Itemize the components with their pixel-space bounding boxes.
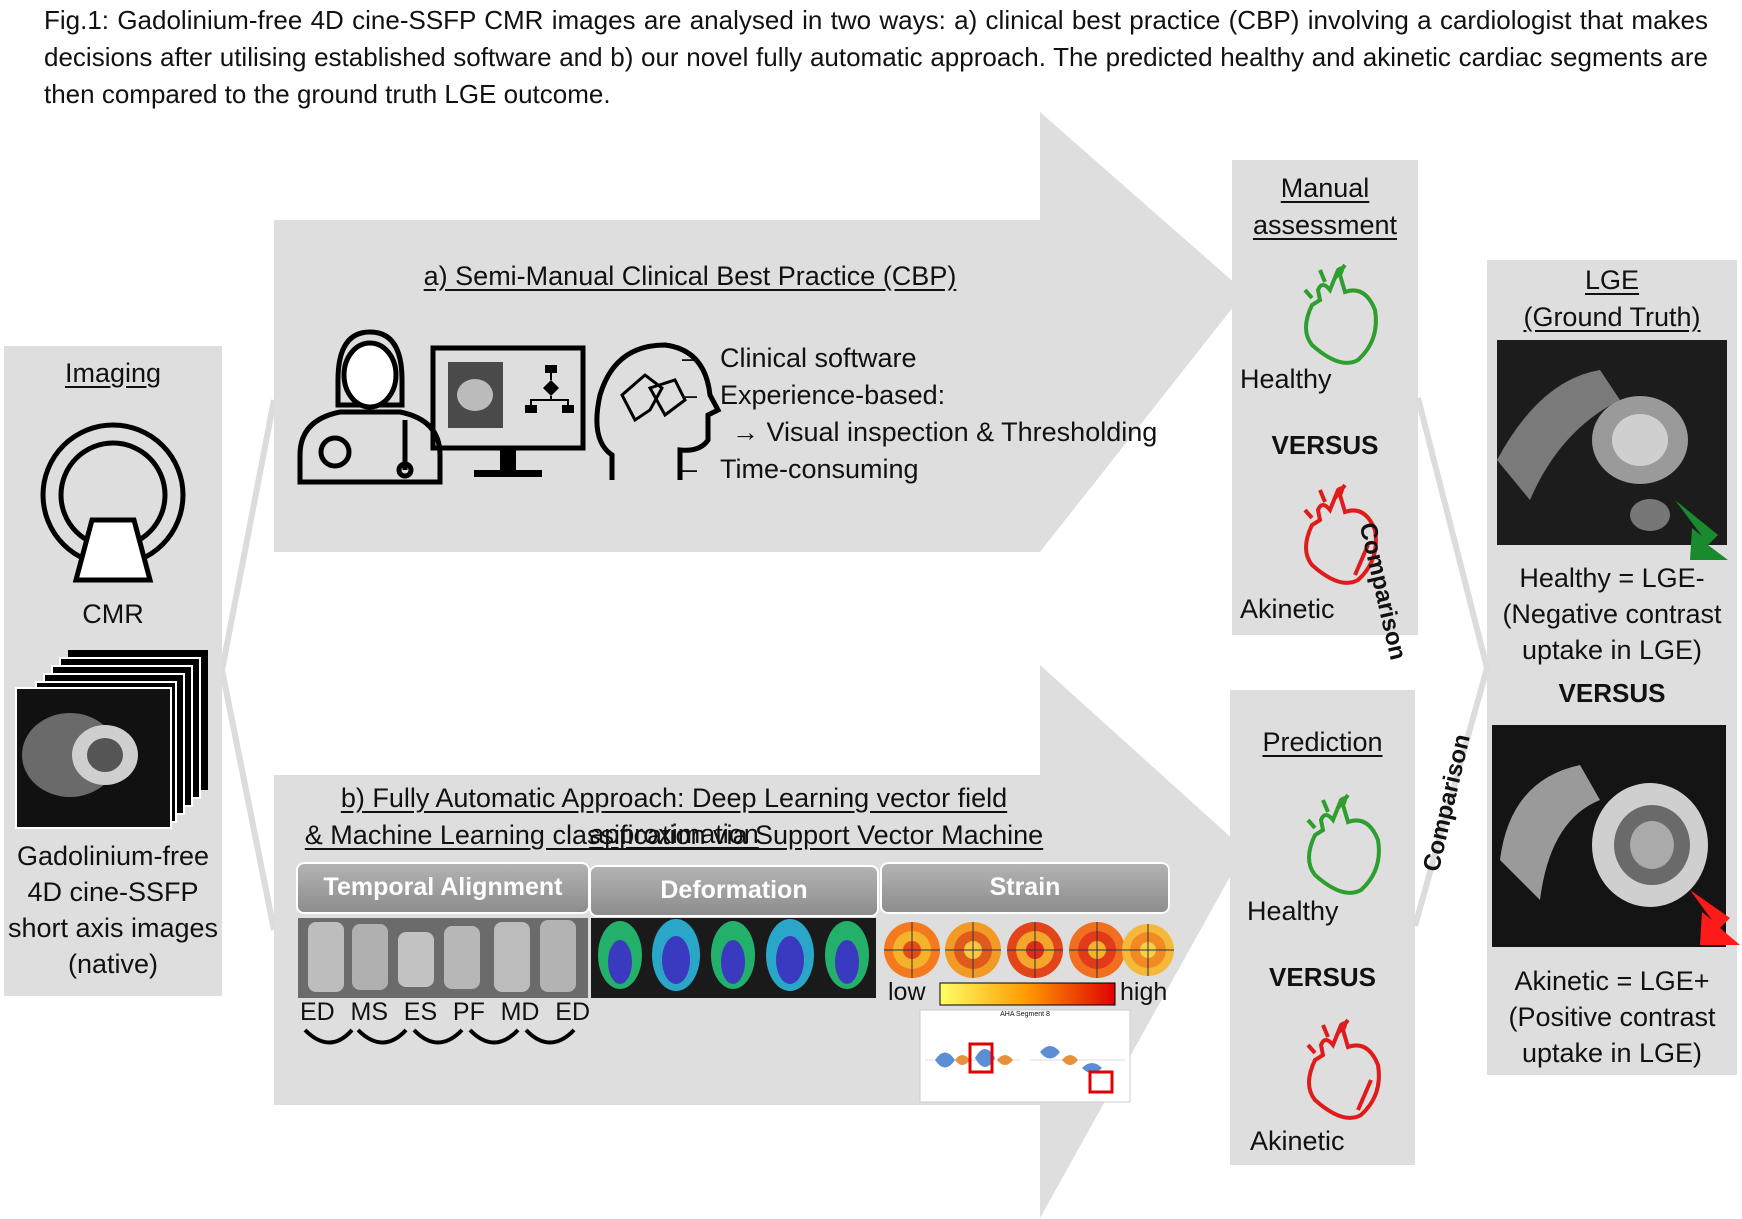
images-label-line: short axis images	[7, 913, 219, 943]
lge-healthy-line: (Negative contrast	[1502, 599, 1722, 629]
lge-title-line1: LGE	[1584, 265, 1640, 295]
prediction-akinetic-heart-icon	[1306, 1018, 1381, 1120]
imaging-title: Imaging	[64, 358, 162, 388]
cbp-bullet: –Time-consuming	[682, 454, 919, 484]
images-label: Gadolinium-free 4D cine-SSFP short axis …	[4, 838, 222, 982]
bullseye	[884, 922, 940, 978]
prediction-healthy-heart-icon	[1306, 793, 1381, 895]
connector-line	[219, 399, 277, 671]
scanner-icon	[40, 422, 186, 583]
scale-low-label: low	[888, 978, 926, 1006]
manual-panel	[1232, 160, 1418, 635]
violin-plots	[919, 1009, 1131, 1103]
prediction-versus-label: VERSUS	[1269, 962, 1376, 992]
manual-akinetic-heart-icon	[1303, 483, 1378, 585]
figure-caption: Fig.1: Gadolinium-free 4D cine-SSFP CMR …	[44, 5, 1708, 109]
phase-label: PF	[452, 998, 485, 1026]
prediction-panel	[1230, 690, 1415, 1165]
cbp-bullet-list: –Clinical software –Experience-based: → …	[682, 340, 1260, 488]
manual-versus-label: VERSUS	[1271, 430, 1379, 460]
monitor-icon	[430, 345, 586, 477]
tile-deformation: Deformation	[589, 865, 879, 917]
comparison-line	[1415, 397, 1490, 669]
lge-title-line2: (Ground Truth)	[1523, 302, 1701, 332]
green-arrow-icon	[1675, 500, 1728, 560]
phase-label: ED	[300, 998, 335, 1026]
lge-akinetic-text: Akinetic = LGE+ (Positive contrast uptak…	[1487, 963, 1737, 1071]
red-arrow-icon	[1690, 890, 1740, 945]
lge-akinetic-line: Akinetic = LGE+	[1514, 966, 1710, 996]
doctor-icon	[297, 329, 443, 485]
manual-healthy-heart-icon	[1303, 263, 1378, 365]
cbp-arrow	[274, 112, 1245, 552]
plot-title: AHA Segment 8	[1000, 1011, 1050, 1018]
cbp-title: a) Semi-Manual Clinical Best Practice (C…	[423, 261, 957, 291]
phase-label: MS	[350, 998, 389, 1026]
scale-high-label: high	[1120, 978, 1168, 1006]
phase-labels: ED MS ES PF MD ED	[300, 998, 590, 1027]
cmr-label: CMR	[82, 599, 144, 629]
manual-title-line2: assessment	[1252, 210, 1398, 240]
deformation-images	[591, 918, 876, 998]
bullseye	[1122, 924, 1174, 976]
prediction-title: Prediction	[1262, 727, 1383, 757]
images-label-line: 4D cine-SSFP	[27, 877, 199, 907]
lge-healthy-line: Healthy = LGE-	[1519, 563, 1705, 593]
cbp-bullet: –Clinical software	[682, 343, 917, 373]
tile-strain: Strain	[880, 862, 1170, 914]
phase-arrows	[303, 1028, 576, 1045]
prediction-akinetic-label: Akinetic	[1250, 1126, 1345, 1156]
lge-healthy-text: Healthy = LGE- (Negative contrast uptake…	[1487, 560, 1737, 668]
connector-line	[219, 669, 277, 931]
auto-title-line1: b) Fully Automatic Approach: Deep Learni…	[340, 783, 1008, 849]
bullseye	[1069, 922, 1125, 978]
manual-title-line1: Manual	[1280, 173, 1370, 203]
manual-healthy-label: Healthy	[1240, 364, 1332, 394]
images-label-line: Gadolinium-free	[16, 841, 210, 871]
tile-temporal-alignment: Temporal Alignment	[296, 862, 590, 914]
lge-akinetic-line: uptake in LGE)	[1521, 1038, 1703, 1068]
phase-label: ES	[403, 998, 438, 1026]
prediction-healthy-label: Healthy	[1247, 896, 1339, 926]
mri-stack-icon	[15, 650, 208, 829]
lge-akinetic-image	[1492, 725, 1726, 947]
bullseye	[1007, 922, 1063, 978]
phase-label: MD	[500, 998, 540, 1026]
strain-color-scale	[939, 982, 1116, 1006]
comparison-line	[1412, 667, 1490, 927]
lge-healthy-line: uptake in LGE)	[1521, 635, 1703, 665]
lge-versus-label: VERSUS	[1558, 678, 1666, 708]
head-puzzle-icon	[594, 342, 722, 480]
images-label-line: (native)	[67, 949, 159, 979]
phase-label: ED	[555, 998, 590, 1026]
cbp-bullet: –Experience-based:	[682, 380, 946, 410]
temporal-alignment-images	[298, 918, 588, 998]
auto-title-line2: & Machine Learning classification via Su…	[304, 820, 1044, 850]
manual-akinetic-label: Akinetic	[1240, 594, 1335, 624]
lge-akinetic-line: (Positive contrast	[1508, 1002, 1716, 1032]
bullseye	[945, 922, 1001, 978]
strain-bullseyes	[884, 922, 1174, 978]
lge-healthy-image	[1497, 340, 1727, 545]
cbp-bullet: → Visual inspection & Thresholding	[732, 417, 1158, 447]
